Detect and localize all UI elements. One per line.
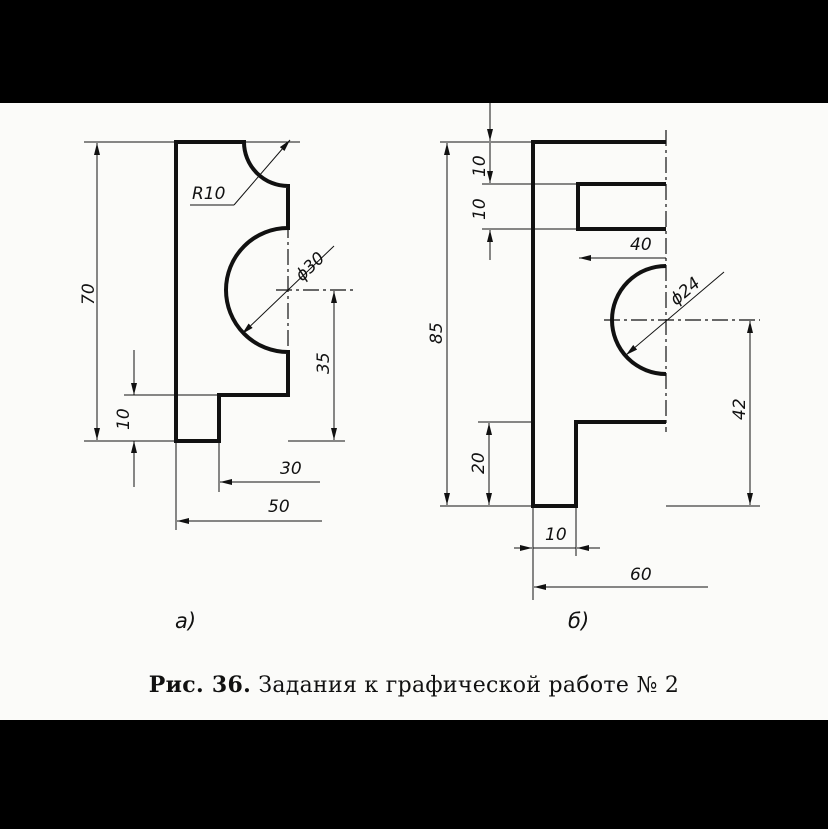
dim-a-35-text: 35 [314, 352, 334, 374]
dim-b-10-slot-text: 10 [470, 198, 490, 220]
dim-b-20-text: 20 [469, 452, 489, 474]
dim-b-85-text: 85 [427, 322, 447, 344]
dim-a-70-text: 70 [79, 283, 99, 305]
dim-a-10-text: 10 [114, 408, 134, 430]
paper-sheet [0, 103, 828, 720]
dim-b-10-base-text: 10 [545, 525, 567, 545]
dim-a-30-text: 30 [280, 459, 302, 479]
drawing-b: 85 10 10 40 ϕ24 42 20 10 [427, 103, 760, 633]
dim-a-phi30-text: ϕ30 [292, 248, 330, 285]
dim-b-60-text: 60 [630, 565, 652, 585]
dim-b-40-text: 40 [630, 235, 652, 255]
part-a-outline [174, 140, 290, 443]
caption-text: Задания к графической работе № 2 [258, 673, 680, 698]
dim-b-42-text: 42 [730, 398, 750, 420]
figure-caption: Рис. 36. Задания к графической работе № … [0, 672, 828, 698]
part-b-outline [531, 140, 666, 508]
dim-a-50-text: 50 [268, 497, 290, 517]
caption-prefix: Рис. 36. [148, 672, 252, 698]
part-b-label: б) [568, 609, 589, 633]
dim-b-10-top-text: 10 [470, 155, 490, 177]
part-b-slot [576, 182, 666, 231]
dim-a-r10-text: R10 [192, 184, 225, 204]
dim-b-phi24-text: ϕ24 [666, 273, 704, 309]
part-a-label: а) [175, 609, 196, 633]
drawing-a: 70 10 35 R10 ϕ30 30 50 а) [79, 139, 355, 633]
